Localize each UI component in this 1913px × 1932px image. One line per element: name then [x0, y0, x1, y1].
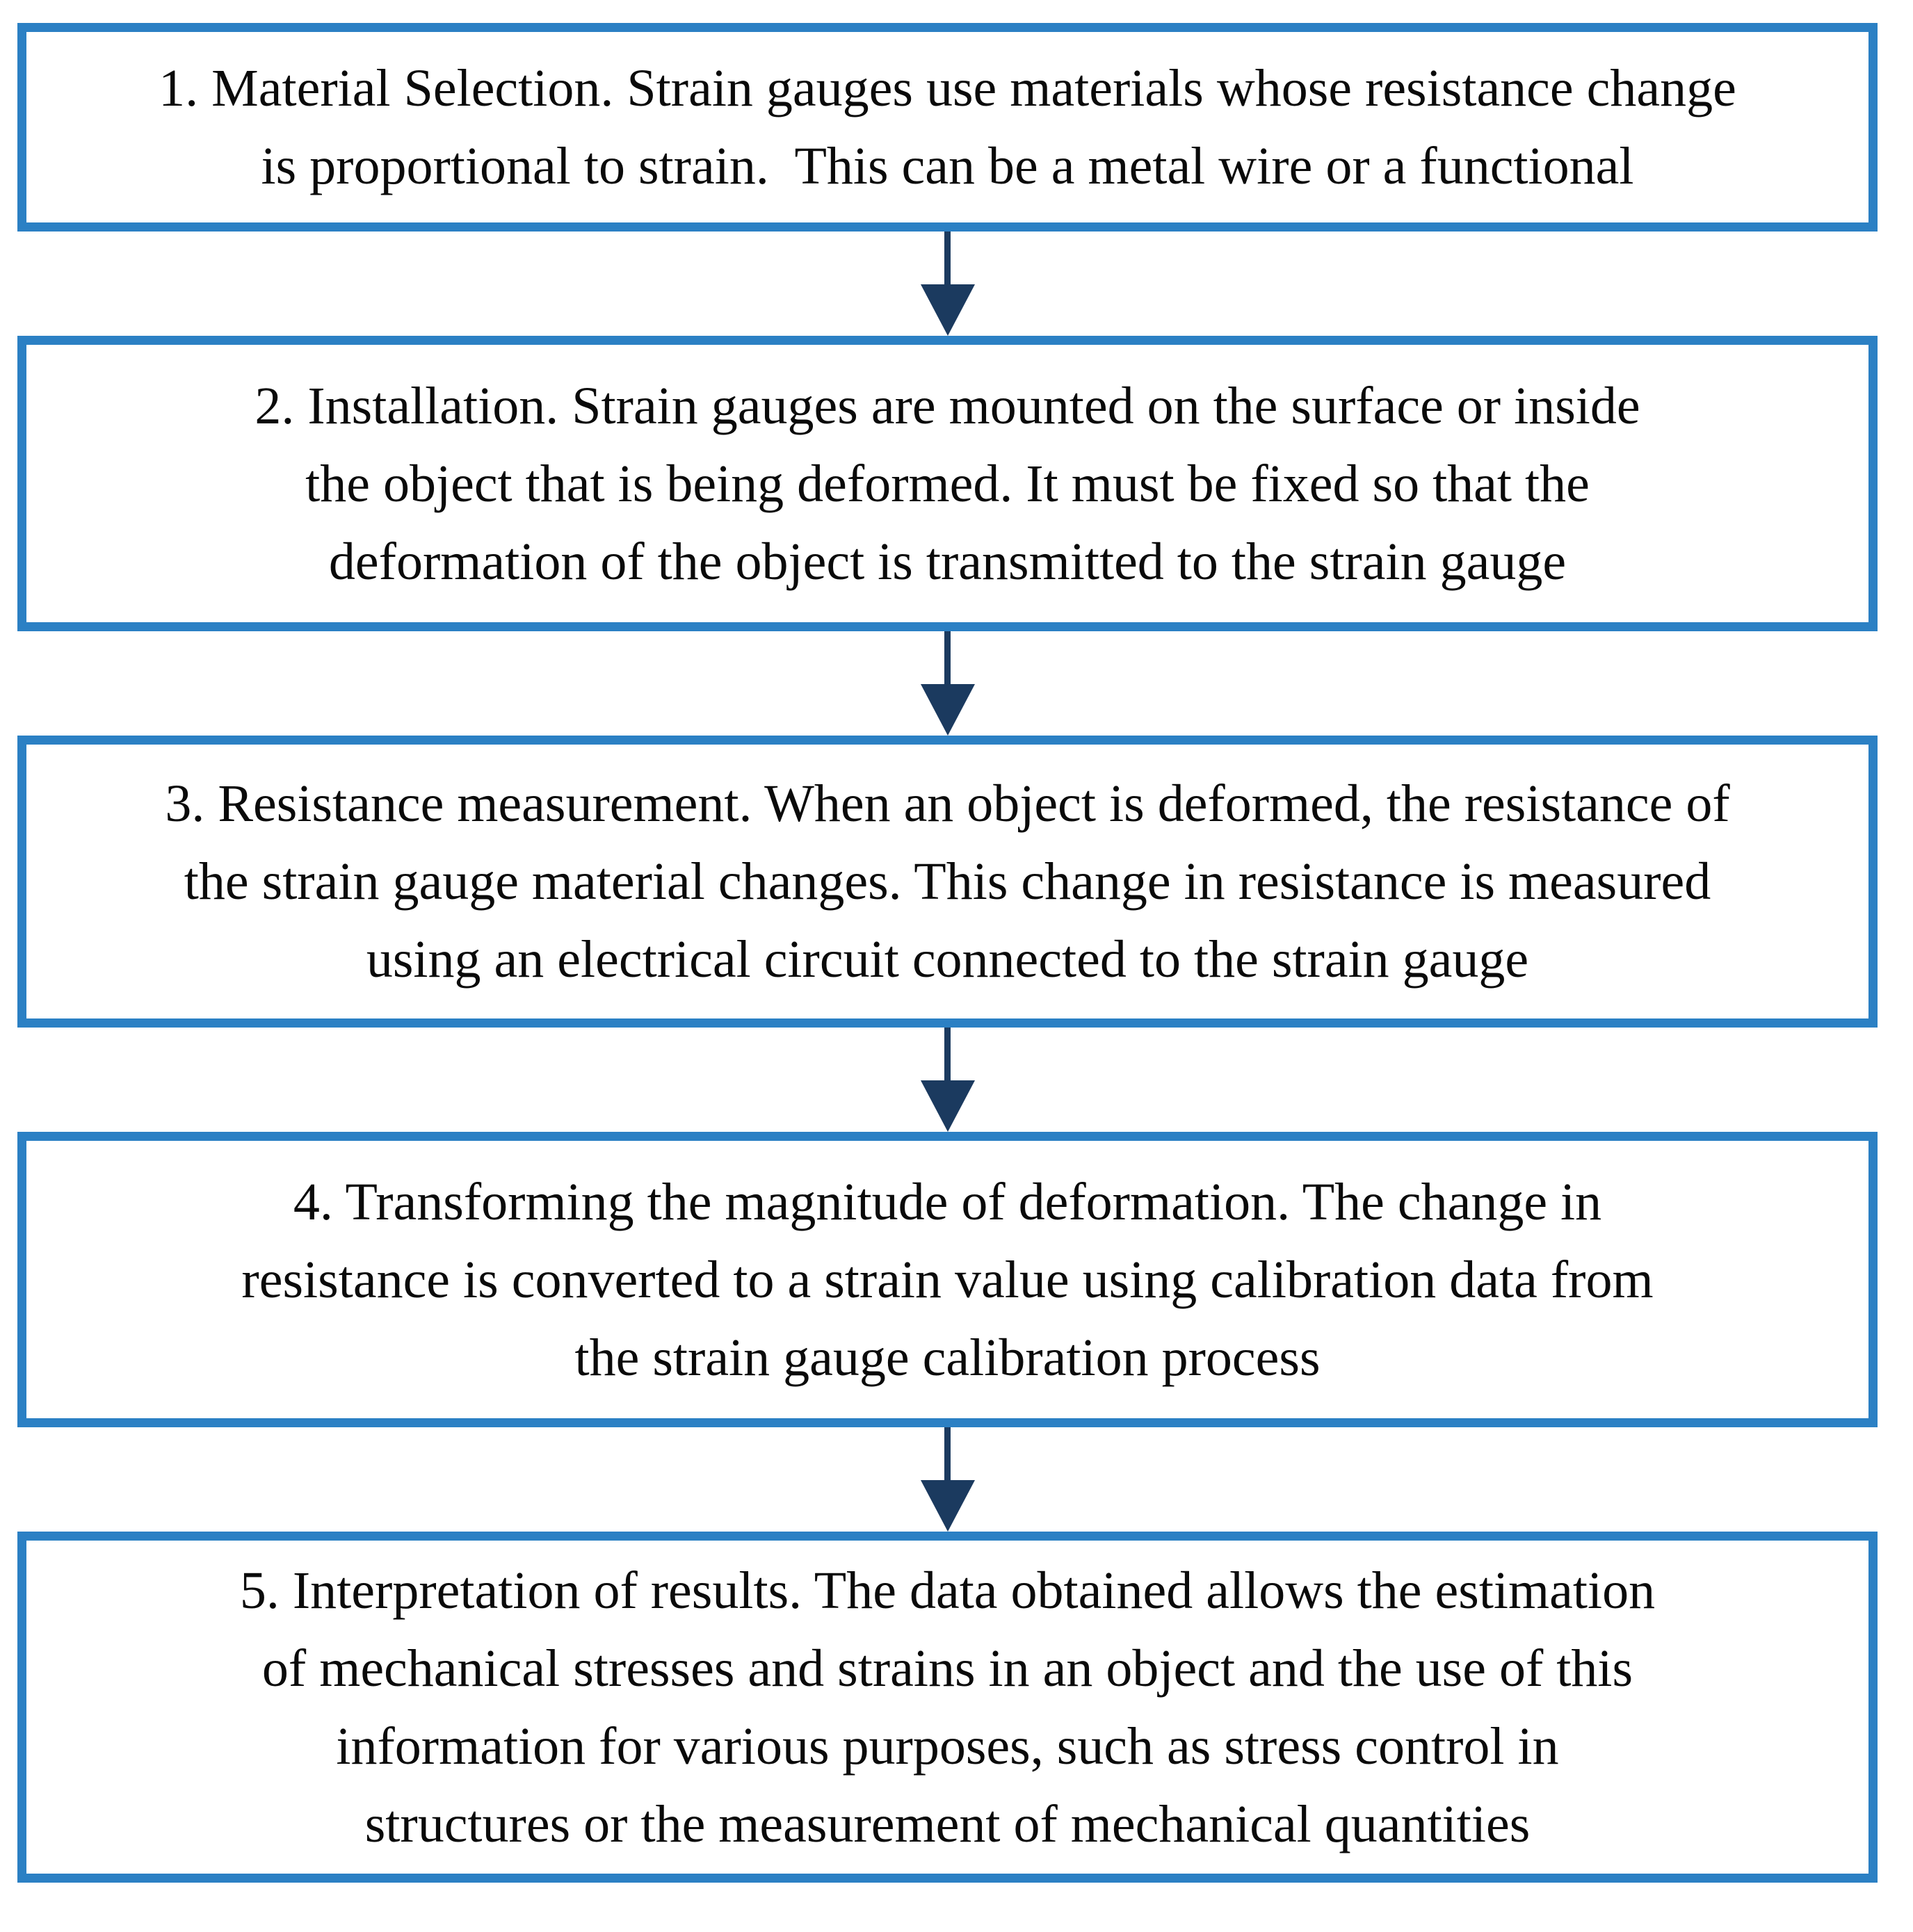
text-line: using an electrical circuit connected to…: [366, 930, 1529, 989]
flow-step-5-interpretation-results: 5. Interpretation of results. The data o…: [17, 1532, 1878, 1883]
flow-connector-3: [17, 1028, 1878, 1132]
text-line: of mechanical stresses and strains in an…: [261, 1639, 1633, 1698]
down-arrow-icon: [920, 684, 975, 736]
text-line: deformation of the object is transmitted…: [328, 532, 1567, 591]
arrow-stem: [944, 232, 951, 284]
flow-step-2-installation: 2. Installation. Strain gauges are mount…: [17, 336, 1878, 631]
text-line: 3. Resistance measurement. When an objec…: [165, 774, 1730, 833]
text-line: 1. Material Selection. Strain gauges use…: [159, 59, 1736, 117]
text-line: structures or the measurement of mechani…: [364, 1794, 1531, 1853]
arrow-stem: [944, 631, 951, 684]
down-arrow-icon: [920, 1080, 975, 1132]
flow-step-1-material-selection: 1. Material Selection. Strain gauges use…: [17, 23, 1878, 232]
text-line: information for various purposes, such a…: [336, 1716, 1559, 1776]
arrow-stem: [944, 1028, 951, 1080]
flow-connector-4: [17, 1427, 1878, 1532]
flow-connector-2: [17, 631, 1878, 736]
flow-step-4-transforming-deformation: 4. Transforming the magnitude of deforma…: [17, 1132, 1878, 1427]
text-line: 4. Transforming the magnitude of deforma…: [293, 1172, 1602, 1231]
down-arrow-icon: [920, 284, 975, 336]
flow-connector-1: [17, 232, 1878, 336]
text-line: 5. Interpretation of results. The data o…: [239, 1561, 1656, 1620]
text-line: the object that is being deformed. It mu…: [305, 454, 1590, 513]
text-line: is proportional to strain. This can be a…: [261, 137, 1634, 195]
text-line: the strain gauge calibration process: [574, 1328, 1321, 1387]
text-line: 2. Installation. Strain gauges are mount…: [255, 376, 1640, 435]
arrow-stem: [944, 1427, 951, 1480]
strain-gauge-flowchart: 1. Material Selection. Strain gauges use…: [17, 23, 1878, 1883]
down-arrow-icon: [920, 1480, 975, 1532]
flow-step-3-resistance-measurement: 3. Resistance measurement. When an objec…: [17, 736, 1878, 1028]
text-line: resistance is converted to a strain valu…: [241, 1250, 1654, 1309]
text-line: the strain gauge material changes. This …: [184, 852, 1711, 911]
